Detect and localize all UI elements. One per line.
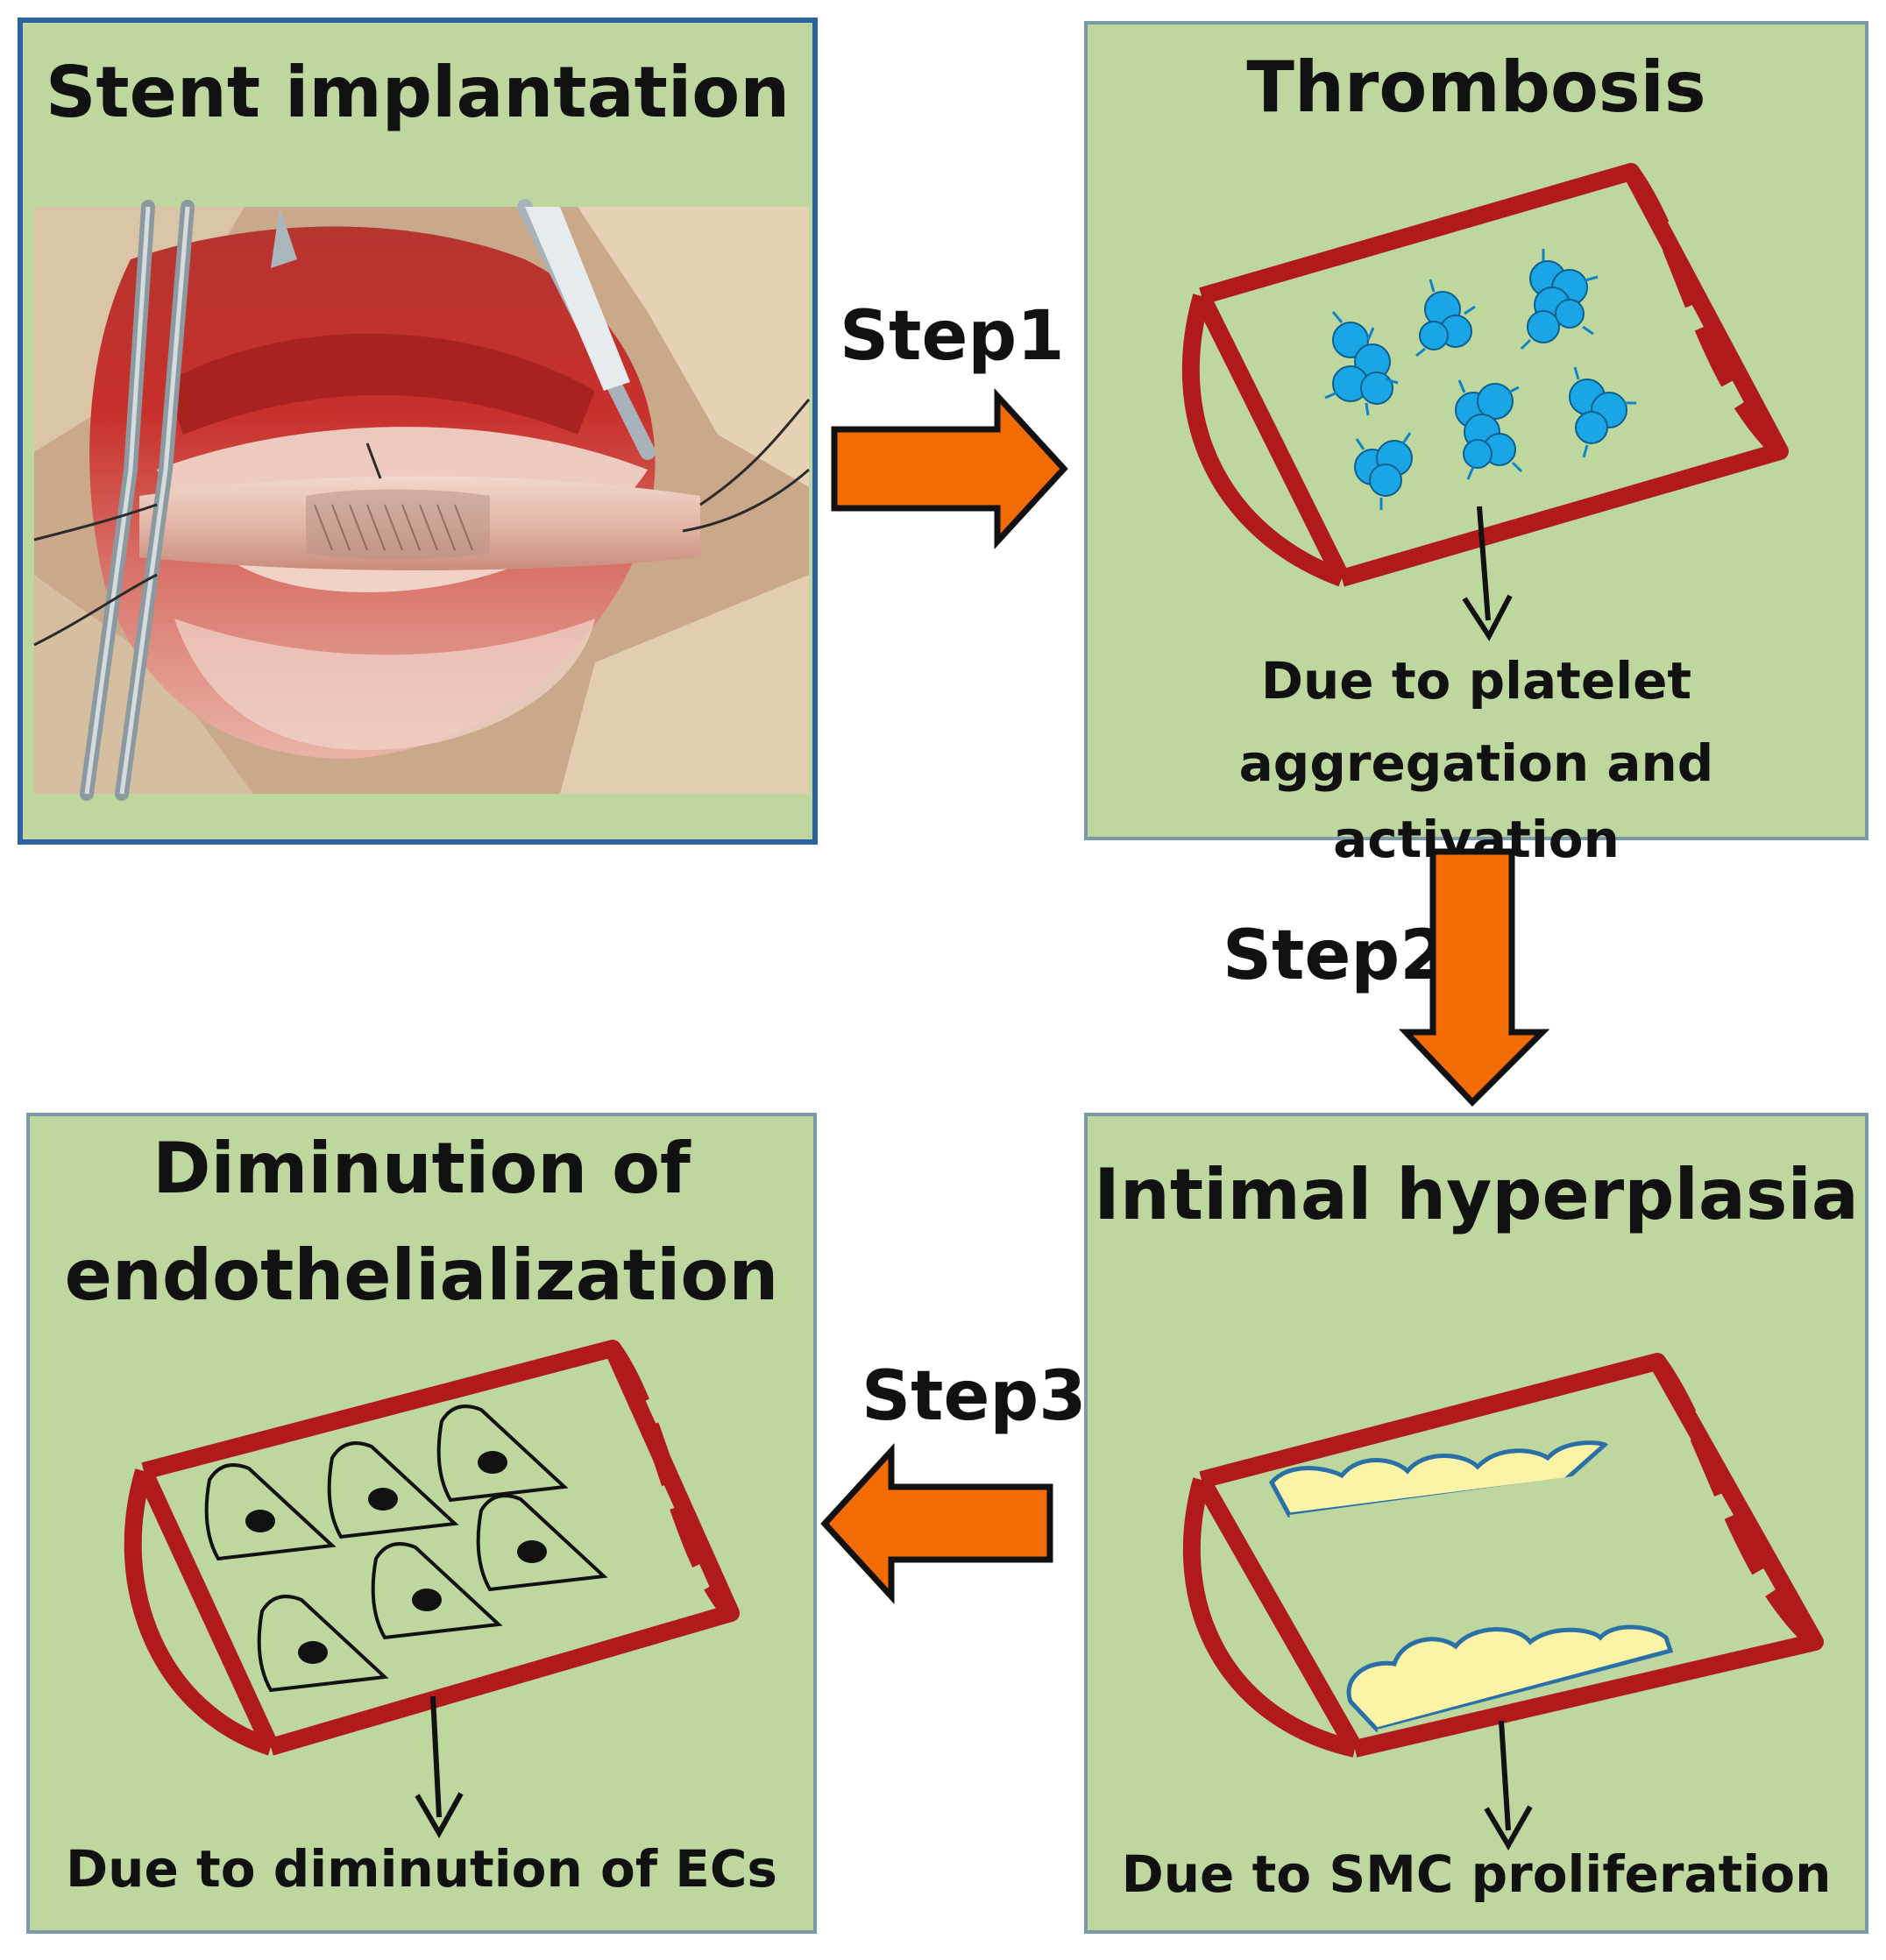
panel-stent-implantation: Stent implantation — [18, 18, 818, 845]
endothelial-cells — [204, 1405, 608, 1693]
step3-arrow-left — [820, 1442, 1053, 1605]
platelet-clusters — [1332, 260, 1627, 497]
surgical-photo-image — [33, 199, 811, 801]
caption: Due to diminution of ECs — [66, 1839, 777, 1899]
vessel-hyperplasia-diagram — [1182, 1353, 1824, 1850]
panel-title-line-2: endothelialization — [64, 1235, 779, 1316]
vessel-thrombosis-diagram — [1181, 163, 1789, 641]
smc-deposits — [1268, 1440, 1674, 1732]
step1-label: Step1 — [840, 297, 1065, 376]
panel-title: Intimal hyperplasia — [1094, 1154, 1859, 1235]
step2-arrow-down — [1398, 848, 1550, 1107]
panel-intimal-hyperplasia: Intimal hyperplasia Due to SMC prolifera… — [1084, 1113, 1868, 1934]
vessel-endothelial-diagram — [124, 1340, 740, 1839]
panel-title: Thrombosis — [1246, 46, 1706, 128]
panel-thrombosis: Thrombosis Due to platelet aggregation — [1084, 21, 1868, 869]
step2-label: Step2 — [1223, 916, 1448, 995]
panel-title: Stent implantation — [45, 52, 791, 133]
caption-line-1: Due to platelet — [1260, 651, 1692, 711]
caption: Due to SMC proliferation — [1121, 1844, 1832, 1904]
panel-title-line-1: Diminution of — [152, 1128, 691, 1209]
step1-arrow-right — [831, 387, 1068, 550]
panel-endothelialization: Diminution of endothelialization Due t — [26, 1113, 817, 1934]
step3-label: Step3 — [861, 1357, 1087, 1436]
